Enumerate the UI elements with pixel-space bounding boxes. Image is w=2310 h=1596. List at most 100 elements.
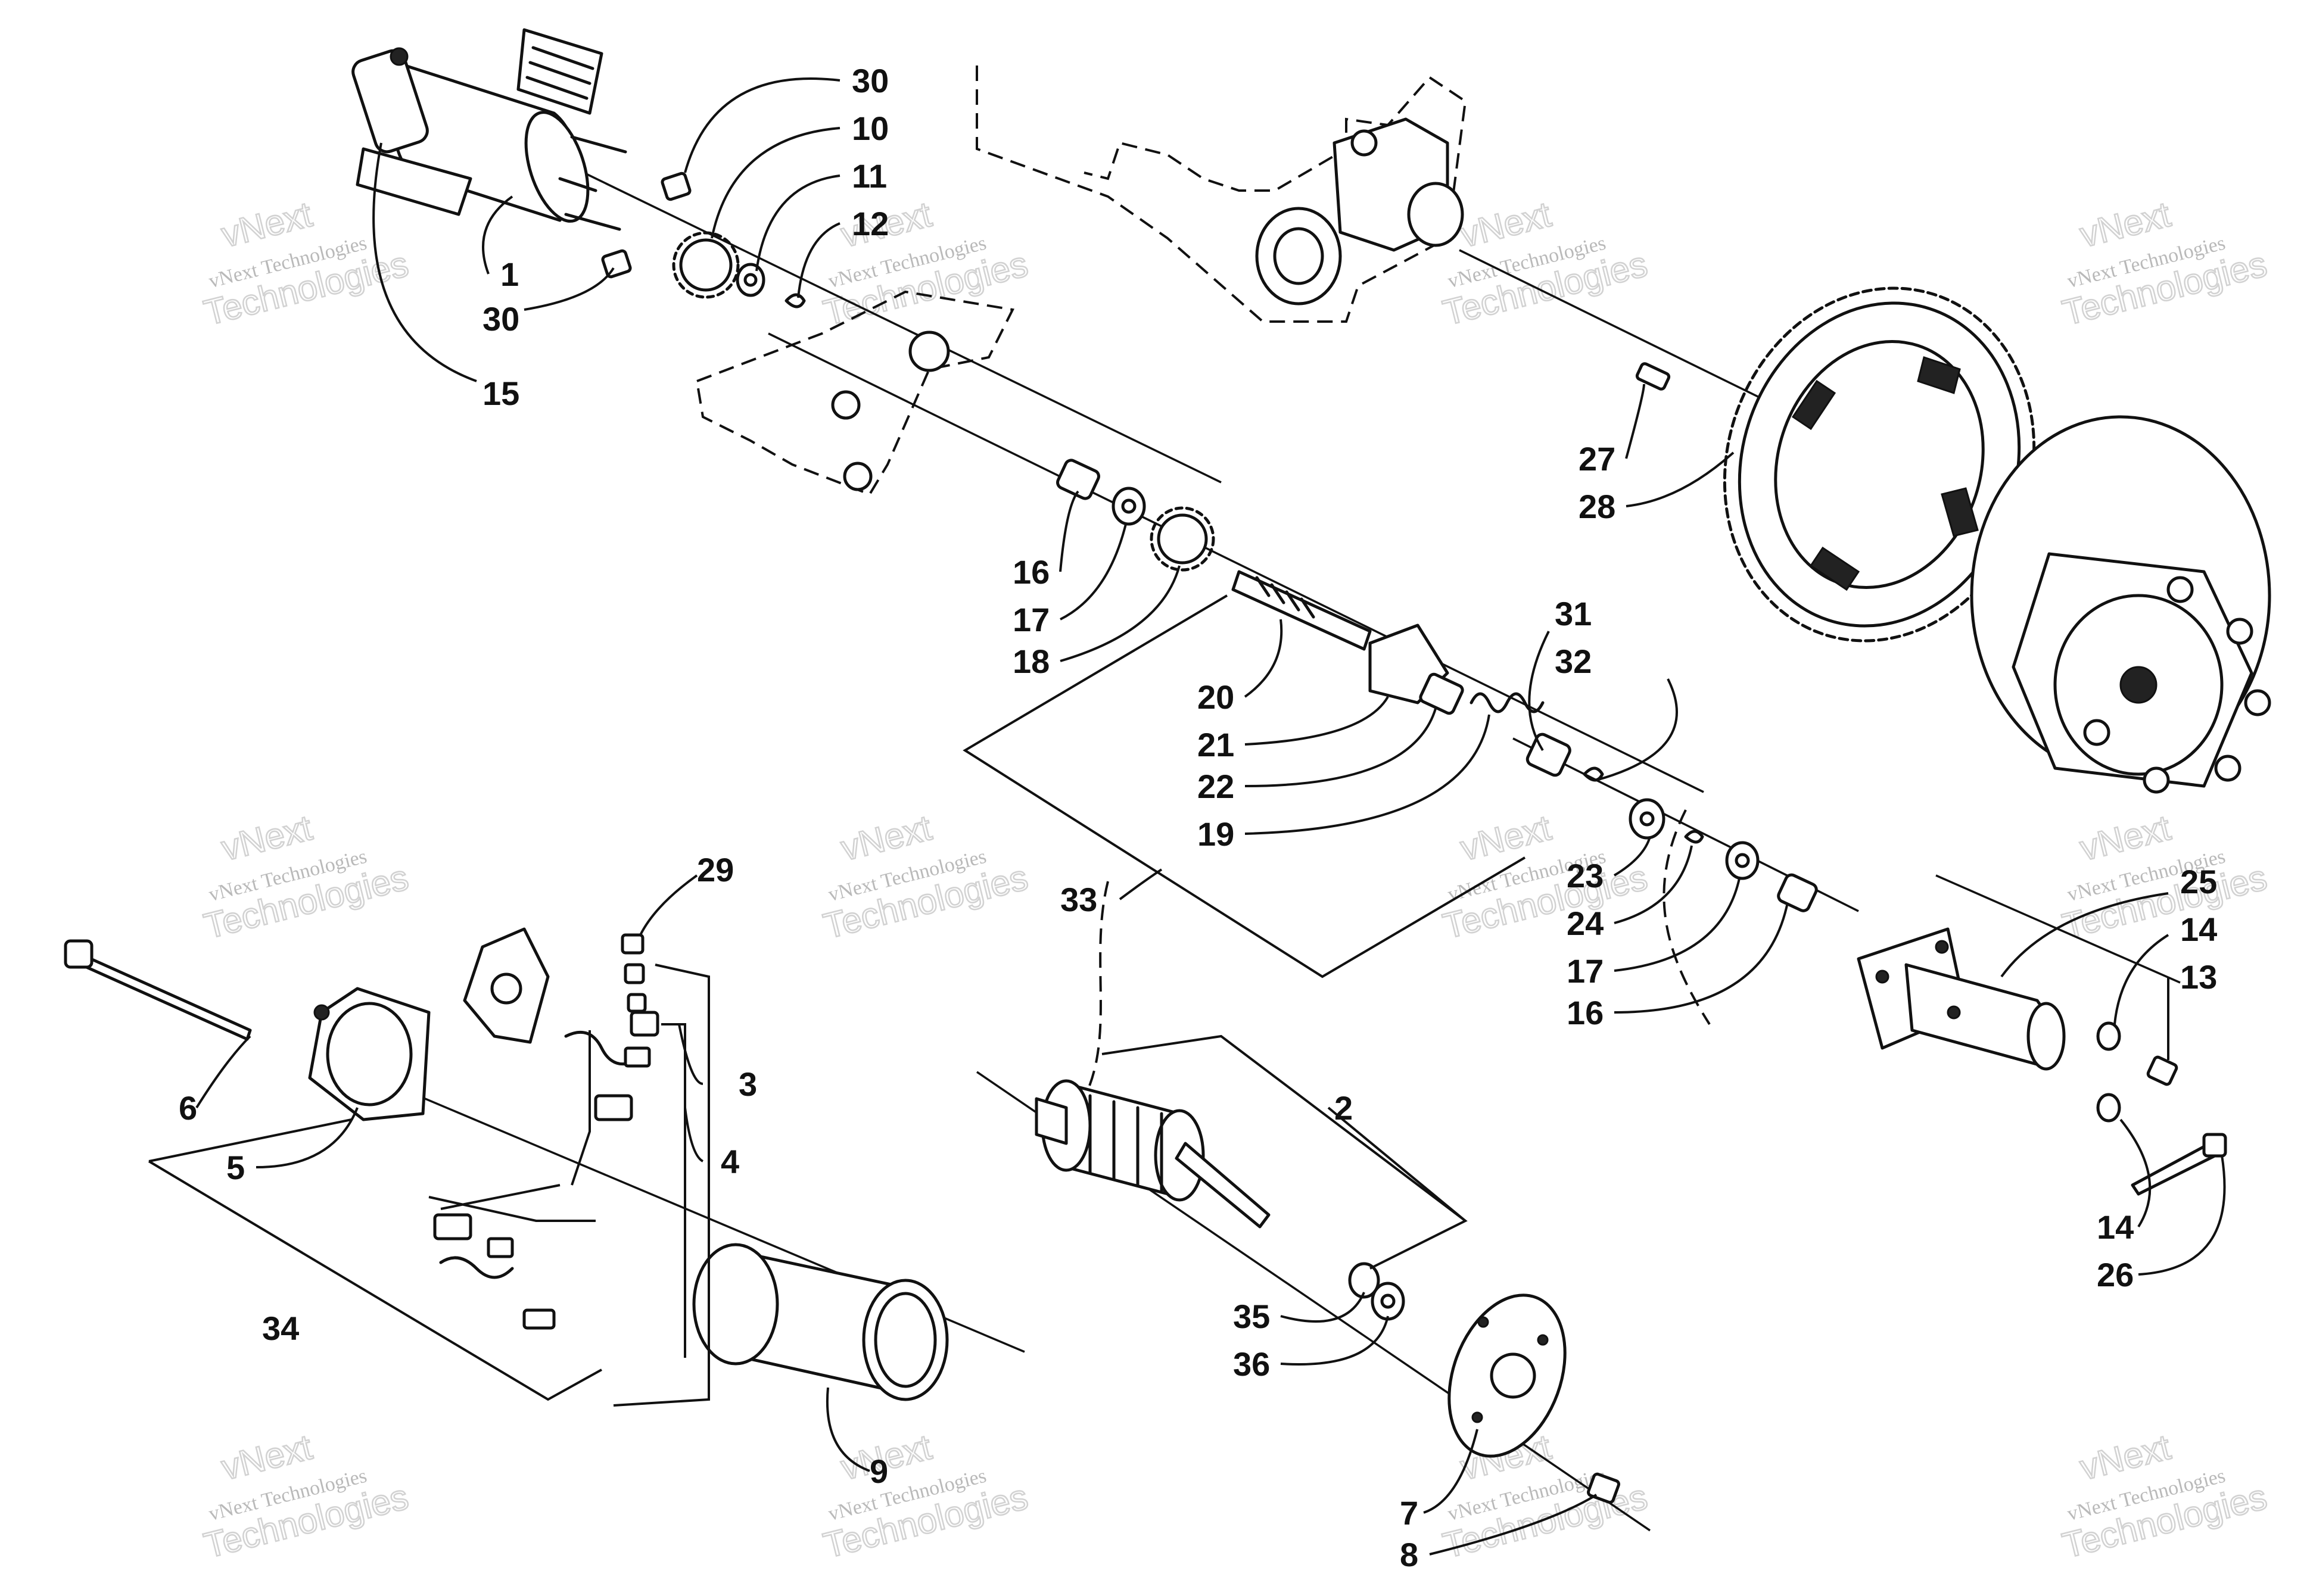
callout-7: 7 bbox=[1400, 1494, 1418, 1532]
callout-20: 20 bbox=[1197, 678, 1234, 716]
washer-small bbox=[736, 263, 765, 297]
callout-10: 10 bbox=[852, 110, 889, 147]
callout-36: 36 bbox=[1233, 1345, 1270, 1383]
armature bbox=[1035, 1079, 1271, 1229]
bushing-16-upper bbox=[1056, 459, 1100, 500]
callout-16-lower: 16 bbox=[1567, 994, 1604, 1031]
snap-ring-32 bbox=[1583, 766, 1604, 782]
callout-14-upper: 14 bbox=[2180, 911, 2217, 948]
watermark: vNext vNext Technologies Technologies bbox=[2058, 194, 2272, 334]
callout-25: 25 bbox=[2180, 863, 2217, 900]
washer-17-upper bbox=[1112, 487, 1146, 526]
callout-labels: 1 30 10 11 12 30 15 27 28 16 17 18 20 21… bbox=[179, 62, 2217, 1573]
watermark: vNext vNext Technologies Technologies bbox=[2058, 807, 2272, 947]
callout-24: 24 bbox=[1567, 905, 1604, 942]
watermark: vNext vNext Technologies Technologies bbox=[2058, 1426, 2272, 1567]
callout-8: 8 bbox=[1400, 1536, 1418, 1573]
washer-36 bbox=[1371, 1282, 1405, 1321]
callout-5: 5 bbox=[226, 1149, 245, 1186]
field-frame bbox=[692, 1243, 949, 1401]
callout-29: 29 bbox=[697, 851, 734, 889]
watermark-line1: vNext bbox=[217, 194, 316, 255]
lock-washer-14-lower bbox=[2096, 1093, 2121, 1123]
drive-housing bbox=[1857, 927, 2066, 1071]
watermark: vNext vNext Technologies Technologies bbox=[200, 194, 413, 334]
callout-4: 4 bbox=[721, 1143, 739, 1180]
callout-33: 33 bbox=[1060, 881, 1097, 918]
washer-23 bbox=[1629, 798, 1665, 840]
callout-35: 35 bbox=[1233, 1298, 1270, 1335]
callout-2: 2 bbox=[1334, 1089, 1353, 1127]
callout-21: 21 bbox=[1197, 726, 1234, 763]
callout-17-lower: 17 bbox=[1567, 952, 1604, 990]
callout-27: 27 bbox=[1579, 440, 1615, 478]
watermark-line1: vNext bbox=[217, 808, 316, 868]
bushing-16-lower bbox=[1777, 873, 1818, 912]
callout-17-upper: 17 bbox=[1013, 601, 1050, 638]
callout-11: 11 bbox=[852, 157, 887, 195]
watermark-line1: vNext bbox=[2076, 194, 2174, 255]
watermark-line1: vNext bbox=[1456, 808, 1555, 868]
callout-12: 12 bbox=[852, 205, 889, 242]
watermark-line1: vNext bbox=[1456, 194, 1555, 255]
callout-34: 34 bbox=[262, 1310, 299, 1347]
lock-washer-14-upper bbox=[2096, 1021, 2121, 1051]
collar-31 bbox=[1526, 732, 1571, 777]
callout-16-upper: 16 bbox=[1013, 553, 1050, 591]
pinion-gear-small bbox=[672, 231, 740, 299]
nut-bottom bbox=[601, 249, 632, 279]
sleeve-22 bbox=[1419, 672, 1464, 715]
through-bolt bbox=[64, 939, 252, 1041]
drive-shaft-helix bbox=[1231, 570, 1372, 651]
watermark-line1: vNext bbox=[217, 1427, 316, 1488]
watermark: vNext vNext Technologies Technologies bbox=[819, 194, 1033, 334]
callout-30-top: 30 bbox=[852, 62, 889, 99]
callout-28: 28 bbox=[1579, 488, 1615, 525]
watermark: vNext vNext Technologies Technologies bbox=[819, 1426, 1033, 1567]
snap-ring-small bbox=[784, 293, 806, 308]
callout-3: 3 bbox=[739, 1065, 757, 1103]
brush-spring-4 bbox=[594, 1094, 633, 1121]
callout-30-bottom: 30 bbox=[482, 300, 519, 338]
washer-35 bbox=[1348, 1262, 1380, 1299]
watermark: vNext vNext Technologies Technologies bbox=[200, 807, 413, 947]
mounting-bracket bbox=[695, 290, 1014, 496]
brush-holder bbox=[463, 927, 550, 1044]
leader-lines bbox=[195, 77, 2226, 1556]
callout-31: 31 bbox=[1555, 595, 1592, 632]
callout-26: 26 bbox=[2097, 1256, 2134, 1293]
callout-9: 9 bbox=[870, 1452, 888, 1490]
callout-13: 13 bbox=[2180, 958, 2217, 996]
callout-14-lower: 14 bbox=[2097, 1208, 2134, 1246]
drive-clutch bbox=[1970, 415, 2271, 794]
washer-17-lower bbox=[1725, 841, 1760, 880]
brush-terminal-29 bbox=[621, 933, 659, 1037]
callout-15: 15 bbox=[482, 375, 519, 412]
watermark-line1: vNext bbox=[837, 808, 935, 868]
callout-18: 18 bbox=[1013, 643, 1050, 680]
clip-24 bbox=[1684, 830, 1704, 844]
callout-32: 32 bbox=[1555, 643, 1592, 680]
callout-19: 19 bbox=[1197, 815, 1234, 853]
starter-motor-assembly bbox=[351, 28, 627, 231]
nut-top bbox=[661, 172, 692, 201]
callout-6: 6 bbox=[179, 1089, 197, 1127]
watermark: vNext vNext Technologies Technologies bbox=[819, 807, 1033, 947]
screw-27 bbox=[1635, 362, 1671, 391]
callout-1: 1 bbox=[500, 255, 519, 293]
callout-23: 23 bbox=[1567, 857, 1604, 894]
watermark-line1: vNext bbox=[2076, 808, 2174, 868]
watermark-line1: vNext bbox=[2076, 1427, 2174, 1488]
brush-lead-3 bbox=[564, 1030, 651, 1068]
end-cap bbox=[308, 987, 431, 1121]
end-plate bbox=[1447, 1293, 1567, 1458]
lower-brush-set bbox=[433, 1213, 556, 1330]
bolt-26 bbox=[2131, 1133, 2227, 1196]
watermark: vNext vNext Technologies Technologies bbox=[200, 1426, 413, 1567]
nut-13 bbox=[2146, 1055, 2178, 1086]
callout-22: 22 bbox=[1197, 768, 1234, 805]
group-brackets bbox=[148, 594, 1526, 1407]
engine-case bbox=[976, 66, 1467, 323]
drive-pinion-18 bbox=[1150, 506, 1215, 572]
